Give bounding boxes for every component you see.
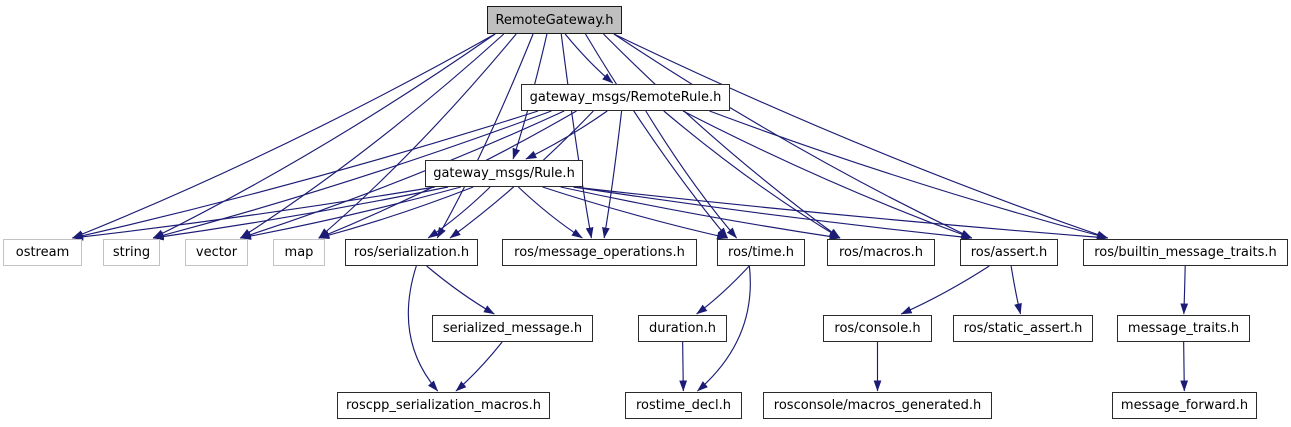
include-edge-remote_gateway-to-serialization [436,33,534,239]
include-edge-remote_rule-to-macros [663,110,841,239]
graph-node-rule[interactable]: gateway_msgs/Rule.h [425,160,583,187]
include-edge-assert-to-console [900,265,990,315]
graph-node-vector: vector [185,239,248,266]
include-edge-remote_rule-to-assert [682,110,973,239]
graph-node-label: ros/serialization.h [353,245,470,260]
graph-node-label: string [112,245,151,260]
graph-node-label: gateway_msgs/RemoteRule.h [529,90,722,105]
graph-node-label: vector [195,245,238,260]
graph-node-label: ros/builtin_message_traits.h [1094,245,1277,260]
include-edge-remote_rule-to-time [645,110,738,239]
include-edge-remote_gateway-to-ostream [72,33,496,239]
graph-node-rostime_decl[interactable]: rostime_decl.h [625,392,742,419]
graph-node-map: map [273,239,325,266]
include-edge-remote_gateway-to-macros [603,33,841,239]
graph-node-console[interactable]: ros/console.h [823,315,932,342]
include-edge-rule-to-builtin_message_traits [573,186,1109,242]
include-edge-assert-to-static_assert [1010,265,1022,315]
include-edge-rule-to-ostream [72,186,435,241]
include-edge-duration-to-rostime_decl [679,341,688,392]
include-edge-remote_gateway-to-map [318,33,517,239]
include-edge-rule-to-time [542,186,729,240]
graph-node-label: ros/static_assert.h [963,321,1083,336]
graph-node-label: serialized_message.h [442,321,583,336]
include-edge-remote_gateway-to-time [584,33,729,239]
include-edge-remote_gateway-to-assert [613,33,973,239]
graph-node-assert[interactable]: ros/assert.h [960,239,1058,266]
graph-node-message_forward[interactable]: message_forward.h [1112,392,1257,419]
include-edge-serialization-to-serialized_message [426,265,495,315]
graph-node-macros[interactable]: ros/macros.h [827,239,935,266]
include-edge-remote_gateway-to-builtin_message_traits [613,33,1109,239]
graph-node-remote_rule[interactable]: gateway_msgs/RemoteRule.h [521,84,730,111]
include-edge-rule-to-map [318,186,474,240]
include-edge-rule-to-vector [239,186,462,240]
graph-node-serialized_message[interactable]: serialized_message.h [432,315,593,342]
graph-node-label: message_traits.h [1127,321,1240,336]
graph-node-static_assert[interactable]: ros/static_assert.h [953,315,1093,342]
include-edge-time-to-duration [696,265,750,315]
include-edge-remote_rule-to-builtin_message_traits [709,110,1109,240]
graph-node-label: duration.h [648,321,717,336]
graph-node-roscpp_serialization_macros[interactable]: roscpp_serialization_macros.h [337,392,550,419]
include-edge-serialized_message-to-roscpp_serialization_macros [455,341,503,392]
graph-node-label: roscpp_serialization_macros.h [346,398,541,413]
graph-node-label: gateway_msgs/Rule.h [433,166,575,181]
include-edge-remote_gateway-to-vector [240,33,505,239]
graph-node-rosconsole_macros_generated[interactable]: rosconsole/macros_generated.h [763,392,992,419]
graph-node-label: ros/message_operations.h [514,245,685,260]
graph-node-label: ros/console.h [834,321,921,336]
graph-node-serialization[interactable]: ros/serialization.h [345,239,478,266]
graph-node-string: string [103,239,160,266]
graph-node-label: RemoteGateway.h [495,12,614,28]
graph-node-label: ros/macros.h [838,245,924,260]
graph-node-ostream: ostream [3,239,82,266]
graph-node-label: ros/assert.h [970,245,1048,260]
include-edge-rule-to-string [152,186,449,241]
graph-node-label: ostream [15,245,70,260]
include-edge-builtin_message_traits-to-message_traits [1180,265,1189,315]
graph-node-builtin_message_traits[interactable]: ros/builtin_message_traits.h [1083,239,1288,266]
graph-node-label: map [284,245,314,260]
include-edge-rule-to-macros [560,186,841,241]
graph-node-label: ros/time.h [728,245,794,260]
include-edge-rule-to-serialization [427,186,491,239]
include-edge-message_traits-to-message_forward [1180,341,1189,392]
graph-node-label: rosconsole/macros_generated.h [773,398,982,413]
include-edge-remote_gateway-to-message_operations [560,33,594,239]
graph-node-remote_gateway: RemoteGateway.h [487,6,622,34]
include-edge-remote_rule-to-rule [525,110,608,160]
include-edge-rule-to-assert [573,186,973,241]
graph-node-time[interactable]: ros/time.h [717,239,805,266]
include-edge-remote_gateway-to-remote_rule [564,33,614,84]
graph-node-duration[interactable]: duration.h [638,315,727,342]
graph-node-message_traits[interactable]: message_traits.h [1117,315,1250,342]
graph-node-label: rostime_decl.h [635,398,732,413]
include-edge-remote_gateway-to-string [152,33,496,239]
include-edge-remote_rule-to-message_operations [602,110,623,239]
include-edge-rule-to-message_operations [517,186,583,239]
graph-node-label: message_forward.h [1120,398,1249,413]
graph-node-message_operations[interactable]: ros/message_operations.h [502,239,697,266]
